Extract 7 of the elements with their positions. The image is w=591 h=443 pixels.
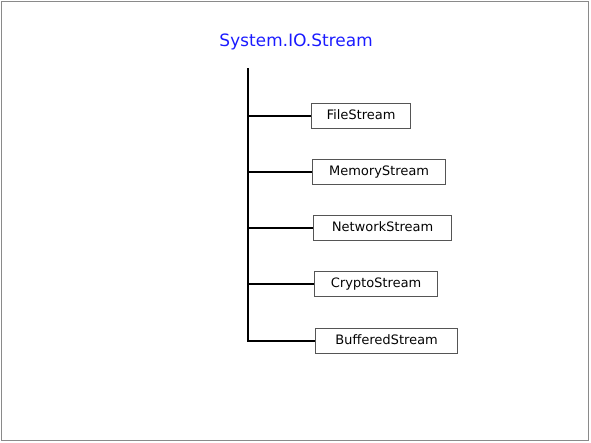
class-box: BufferedStream xyxy=(315,328,458,354)
class-box: NetworkStream xyxy=(313,215,452,241)
connector-line xyxy=(247,68,315,342)
root-class-label: System.IO.Stream xyxy=(200,30,392,54)
class-box: CryptoStream xyxy=(314,271,438,297)
class-box: MemoryStream xyxy=(312,159,446,185)
class-box: FileStream xyxy=(311,103,411,129)
